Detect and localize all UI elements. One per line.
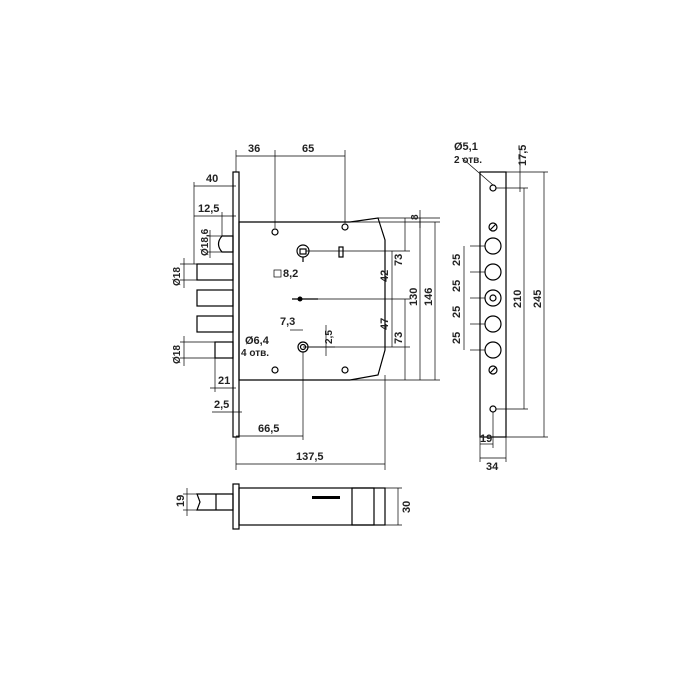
screw-top bbox=[488, 222, 498, 232]
holes-2: 2 отв. bbox=[454, 155, 482, 166]
dim-245: 245 bbox=[532, 290, 544, 308]
dim-dia-5-1: Ø5,1 bbox=[454, 141, 478, 153]
bolt-opening-5 bbox=[484, 341, 502, 359]
keyhole-dot bbox=[297, 296, 303, 302]
bolts bbox=[196, 235, 234, 359]
square-spindle bbox=[299, 248, 307, 255]
dim-73-upper: 73 bbox=[393, 254, 405, 266]
dim-130: 130 bbox=[408, 288, 420, 306]
side-slot bbox=[312, 496, 340, 499]
front-dimension-labels: 36 65 40 12,5 Ø18,6 Ø18 Ø18 21 2,5 66,5 … bbox=[172, 143, 435, 463]
bolt-opening-1 bbox=[484, 237, 502, 255]
screw-hole-bottom bbox=[489, 405, 497, 413]
dim-137-5: 137,5 bbox=[296, 451, 324, 463]
dim-73-lower: 73 bbox=[393, 332, 405, 344]
dim-42: 42 bbox=[379, 270, 391, 282]
mount-hole bbox=[271, 366, 279, 374]
side-faceplate bbox=[232, 483, 240, 530]
dim-19-side: 19 bbox=[175, 495, 187, 507]
bolt-opening-2 bbox=[484, 263, 502, 281]
screw-bottom bbox=[488, 365, 498, 375]
dim-2-5-right: 2,5 bbox=[324, 330, 335, 344]
mount-hole bbox=[341, 223, 349, 231]
strike-dimension-labels: Ø5,1 2 отв. 17,5 25 25 25 25 210 245 19 … bbox=[451, 141, 544, 473]
side-block bbox=[351, 487, 375, 526]
dim-2-5-left: 2,5 bbox=[214, 399, 229, 411]
lock-side-view: 19 30 bbox=[175, 483, 413, 530]
dim-25-d: 25 bbox=[451, 332, 463, 344]
dim-47: 47 bbox=[379, 318, 391, 330]
dim-dia-18-6: Ø18,6 bbox=[200, 228, 211, 256]
square-symbol bbox=[273, 269, 282, 278]
deadbolt-1 bbox=[196, 263, 234, 281]
holes-4: 4 отв. bbox=[241, 348, 269, 359]
dim-66-5: 66,5 bbox=[258, 423, 279, 435]
dim-210: 210 bbox=[512, 290, 524, 308]
case-outline bbox=[238, 217, 386, 381]
dim-65: 65 bbox=[302, 143, 314, 155]
side-body bbox=[238, 487, 386, 526]
dim-dia-18-upper: Ø18 bbox=[172, 267, 183, 286]
dim-21: 21 bbox=[218, 375, 230, 387]
mount-hole bbox=[341, 366, 349, 374]
strike-plate-view bbox=[479, 171, 507, 438]
slot bbox=[338, 246, 344, 258]
latch-bolt bbox=[217, 235, 234, 253]
deadbolt-3 bbox=[196, 315, 234, 333]
dim-40: 40 bbox=[206, 173, 218, 185]
bolt-opening-3 bbox=[484, 289, 502, 307]
dim-8: 8 bbox=[410, 214, 421, 220]
dim-34: 34 bbox=[486, 461, 499, 473]
front-dimension-lines bbox=[180, 150, 440, 470]
strike-dimension-lines bbox=[461, 150, 548, 462]
dim-30: 30 bbox=[401, 501, 413, 513]
dim-dia-18-lower: Ø18 bbox=[172, 345, 183, 364]
mount-hole bbox=[271, 228, 279, 236]
deadbolt-2 bbox=[196, 289, 234, 307]
dim-25-a: 25 bbox=[451, 254, 463, 266]
side-bolt bbox=[196, 493, 234, 511]
dim-19-strike: 19 bbox=[480, 433, 492, 445]
deadbolt-4 bbox=[214, 341, 234, 359]
lock-body-front-view bbox=[232, 171, 386, 438]
bolt-opening-4 bbox=[484, 315, 502, 333]
dim-12-5: 12,5 bbox=[198, 203, 219, 215]
screw-hole-top bbox=[489, 184, 497, 192]
dim-dia-6-4: Ø6,4 bbox=[245, 335, 270, 347]
dim-25-c: 25 bbox=[451, 306, 463, 318]
bolt-opening-3-inner bbox=[489, 294, 497, 302]
strike-plate bbox=[479, 171, 507, 438]
dim-36: 36 bbox=[248, 143, 260, 155]
dim-square-8-2: 8,2 bbox=[283, 268, 298, 280]
dim-7-3: 7,3 bbox=[280, 316, 295, 328]
dim-146: 146 bbox=[423, 288, 435, 306]
dim-25-b: 25 bbox=[451, 280, 463, 292]
faceplate bbox=[232, 171, 240, 438]
dim-17-5: 17,5 bbox=[517, 145, 529, 166]
